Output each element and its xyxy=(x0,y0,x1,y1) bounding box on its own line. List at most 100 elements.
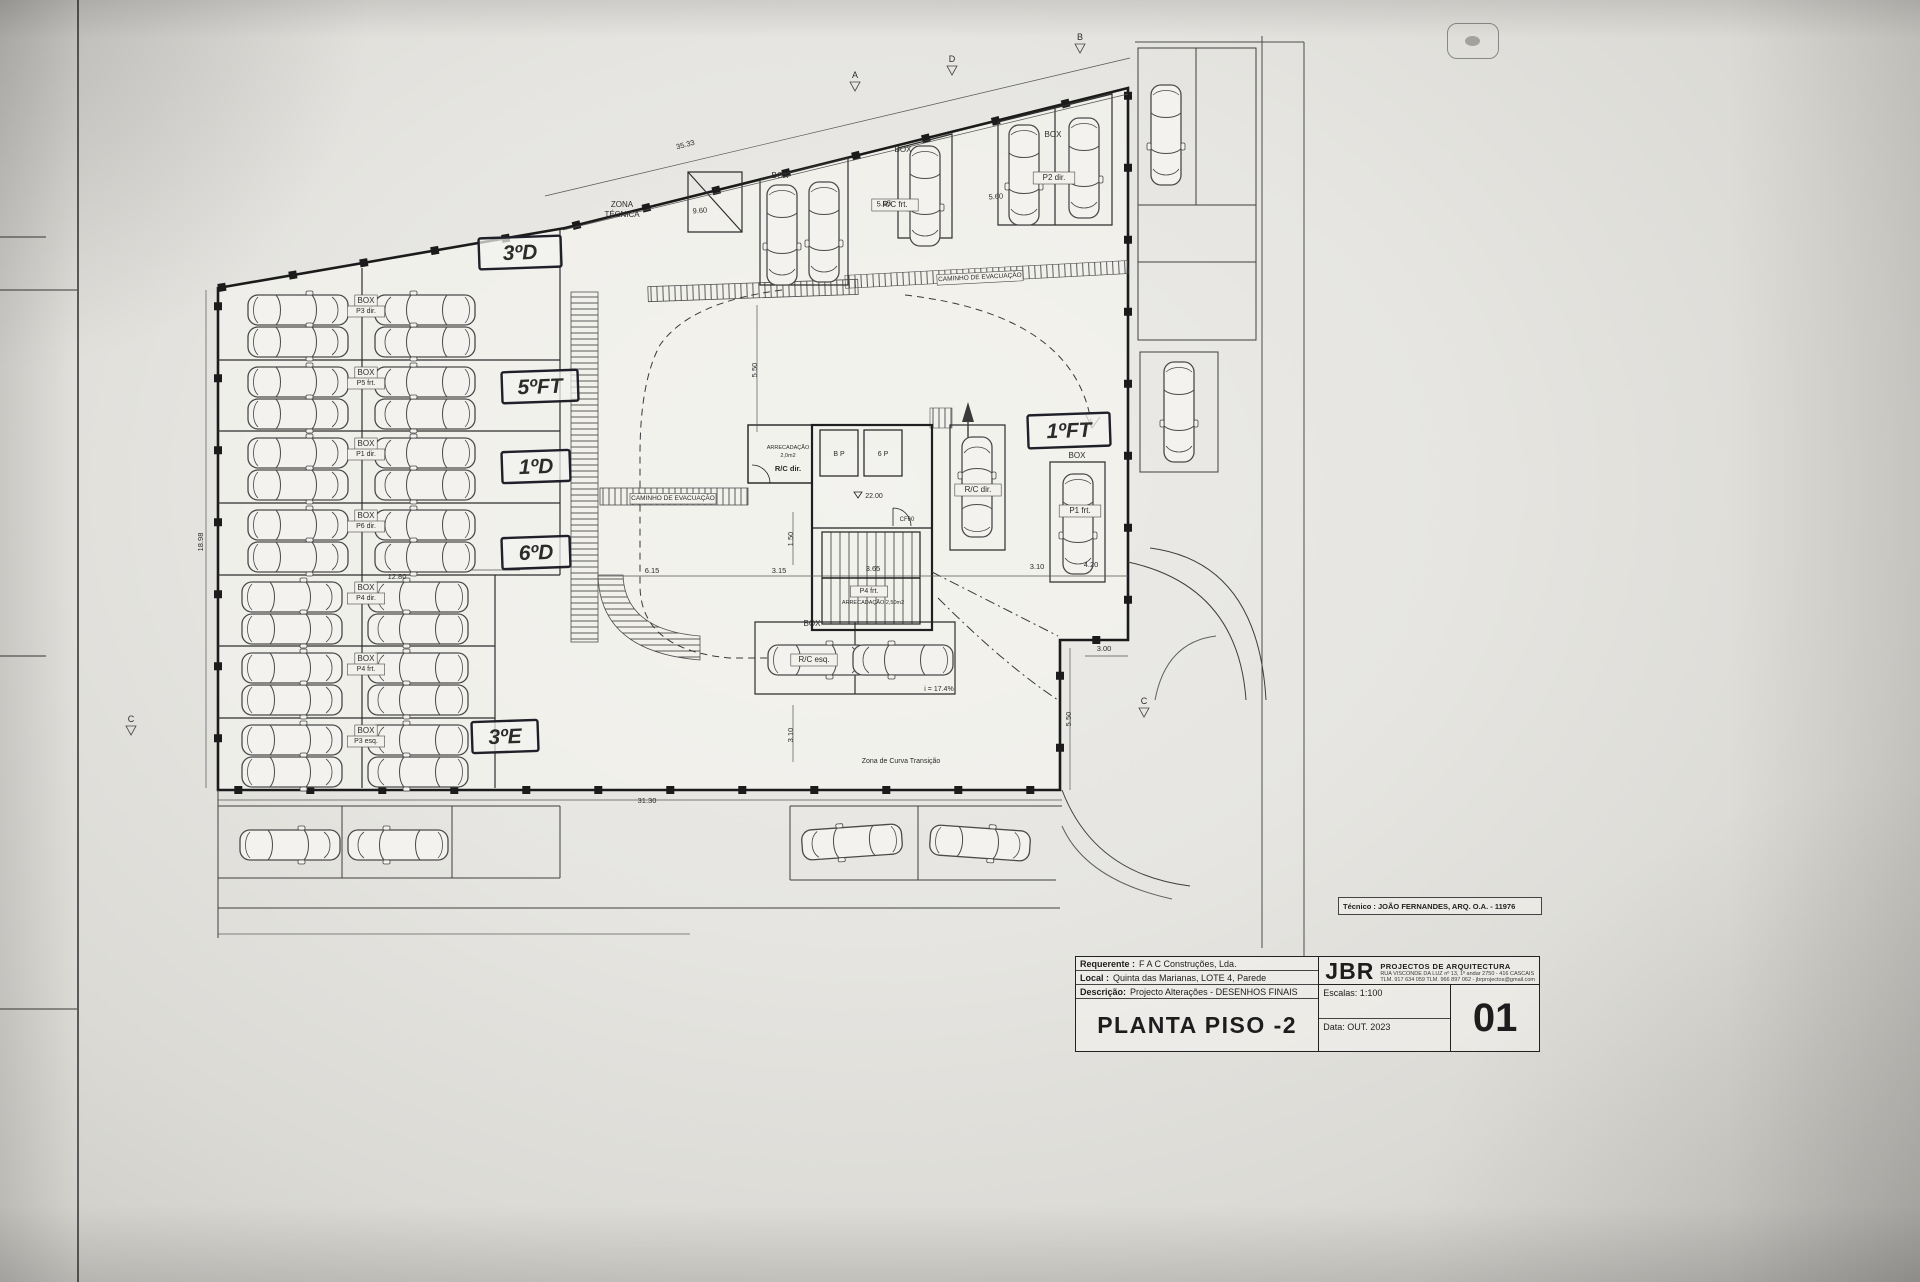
dimension-label: 5.60 xyxy=(988,192,1003,202)
car xyxy=(800,818,904,866)
car xyxy=(247,322,349,362)
grid-marker-label: B xyxy=(1077,32,1083,42)
scale-field: Escalas: 1:100 xyxy=(1319,985,1451,1019)
car xyxy=(241,752,343,792)
car xyxy=(241,720,343,760)
plan-label: ZONA xyxy=(611,200,634,209)
grid-marker-icon xyxy=(1138,707,1150,718)
requerente-row: Requerente : F A C Construções, Lda. xyxy=(1076,957,1319,971)
label-background xyxy=(346,735,385,748)
car xyxy=(762,184,802,286)
stair-core xyxy=(747,423,934,632)
car xyxy=(247,505,349,545)
plan-label: BOX xyxy=(358,368,376,377)
label-background xyxy=(790,653,838,667)
local-value: Quinta das Marianas, LOTE 4, Parede xyxy=(1113,973,1267,983)
requerente-label: Requerente : xyxy=(1080,959,1136,969)
site-right-structures xyxy=(1127,47,1267,701)
sheet-frame xyxy=(0,0,79,1282)
date-field: Data: OUT. 2023 xyxy=(1323,1021,1391,1032)
plan-label: R/C frt. xyxy=(882,200,907,209)
label-background xyxy=(954,483,1002,497)
dimension-label: 1.50 xyxy=(786,532,795,547)
plan-label: 22.00 xyxy=(865,493,883,500)
car xyxy=(241,577,343,617)
plan-label: TÉCNICA xyxy=(604,210,640,219)
car xyxy=(1058,473,1098,575)
plan-label: 2,0m2 xyxy=(780,453,795,459)
car xyxy=(241,680,343,720)
plan-label: R/C dir. xyxy=(775,464,801,473)
svg-text:1ºFT: 1ºFT xyxy=(1046,419,1094,444)
title-block-left: Requerente : F A C Construções, Lda. Loc… xyxy=(1076,957,1320,1051)
sticker-dot xyxy=(1465,36,1480,46)
car xyxy=(1159,361,1199,463)
label-background xyxy=(936,269,1024,286)
grid-marker-label: C xyxy=(128,714,135,724)
descricao-row: Descrição: Projecto Alterações - DESENHO… xyxy=(1076,985,1319,999)
handwritten-note: 3ºE xyxy=(470,718,540,755)
label-background xyxy=(849,585,888,598)
descricao-value: Projecto Alterações - DESENHOS FINAIS xyxy=(1130,987,1298,997)
dimension-label: 12.80 xyxy=(388,572,407,581)
grid-marker-icon xyxy=(849,81,861,92)
handwritten-note: 1ºD xyxy=(500,448,572,485)
dimension-label: 4.20 xyxy=(1084,560,1099,569)
grid-marker-icon xyxy=(946,65,958,76)
car xyxy=(1146,84,1186,186)
car xyxy=(247,433,349,473)
car xyxy=(1064,117,1104,219)
car xyxy=(247,290,349,330)
plan-label: BOX xyxy=(804,619,822,628)
car xyxy=(374,394,476,434)
grid-marker-label: A xyxy=(852,70,858,80)
dimension-label: 18.98 xyxy=(196,533,205,552)
grid-marker-icon xyxy=(125,725,137,736)
plan-label: BOX xyxy=(1045,130,1063,139)
handwritten-note: 3ºD xyxy=(477,234,563,271)
label-background xyxy=(629,493,717,505)
car xyxy=(247,362,349,402)
plan-label: BOX xyxy=(358,654,376,663)
plan-title: PLANTA PISO -2 xyxy=(1097,1011,1298,1038)
tecnico-box: Técnico : JOÃO FERNANDES, ARQ. O.A. - 11… xyxy=(1338,897,1542,915)
plan-label: BOX xyxy=(358,439,376,448)
handwritten-note: 6ºD xyxy=(500,534,572,571)
dimension-label: 3.65 xyxy=(866,564,881,573)
plan-label: R/C dir. xyxy=(965,485,992,494)
grid-marker-label: D xyxy=(949,54,956,64)
car xyxy=(374,433,476,473)
svg-text:3ºE: 3ºE xyxy=(488,725,523,749)
svg-text:5ºFT: 5ºFT xyxy=(517,375,565,400)
car xyxy=(905,145,945,247)
car xyxy=(241,609,343,649)
corner-sticker xyxy=(1447,23,1499,59)
label-background xyxy=(1032,171,1076,185)
dimension-label: 3.15 xyxy=(772,566,787,575)
plan-label: R/C esq. xyxy=(798,655,829,664)
plan-label: BOX xyxy=(358,296,376,305)
local-row: Local : Quinta das Marianas, LOTE 4, Par… xyxy=(1076,971,1319,985)
label-background xyxy=(346,592,385,605)
plan-label: P5 frt. xyxy=(357,380,376,387)
plan-label: P4 dir. xyxy=(356,595,376,602)
plan-label: P3 esq. xyxy=(354,738,378,745)
plan-label: P1 frt. xyxy=(1069,506,1090,515)
plan-label: P2 dir. xyxy=(1043,173,1066,182)
car xyxy=(374,465,476,505)
car xyxy=(804,181,844,283)
firm-header: JBR PROJECTOS DE ARQUITECTURA RUA VISCON… xyxy=(1319,957,1539,985)
requerente-value: F A C Construções, Lda. xyxy=(1139,959,1237,969)
car xyxy=(347,825,449,865)
dimension-label: 5.50 xyxy=(750,363,759,378)
plan-label: i = 17.4% xyxy=(924,686,953,693)
plan-label: CAMINHO DE EVACUAÇÃO xyxy=(631,493,715,502)
plan-label: BOX xyxy=(358,726,376,735)
plan-label: P3 dir. xyxy=(356,308,376,315)
dimension-label: 35.33 xyxy=(675,138,695,152)
firm-address-line2: TLM. 917 634 059 TLM. 966 897 062 - jbrp… xyxy=(1380,977,1535,983)
plan-label: BOX xyxy=(358,583,376,592)
dimension-label: 3.10 xyxy=(786,728,795,743)
plan-label: CF60 xyxy=(900,517,915,523)
